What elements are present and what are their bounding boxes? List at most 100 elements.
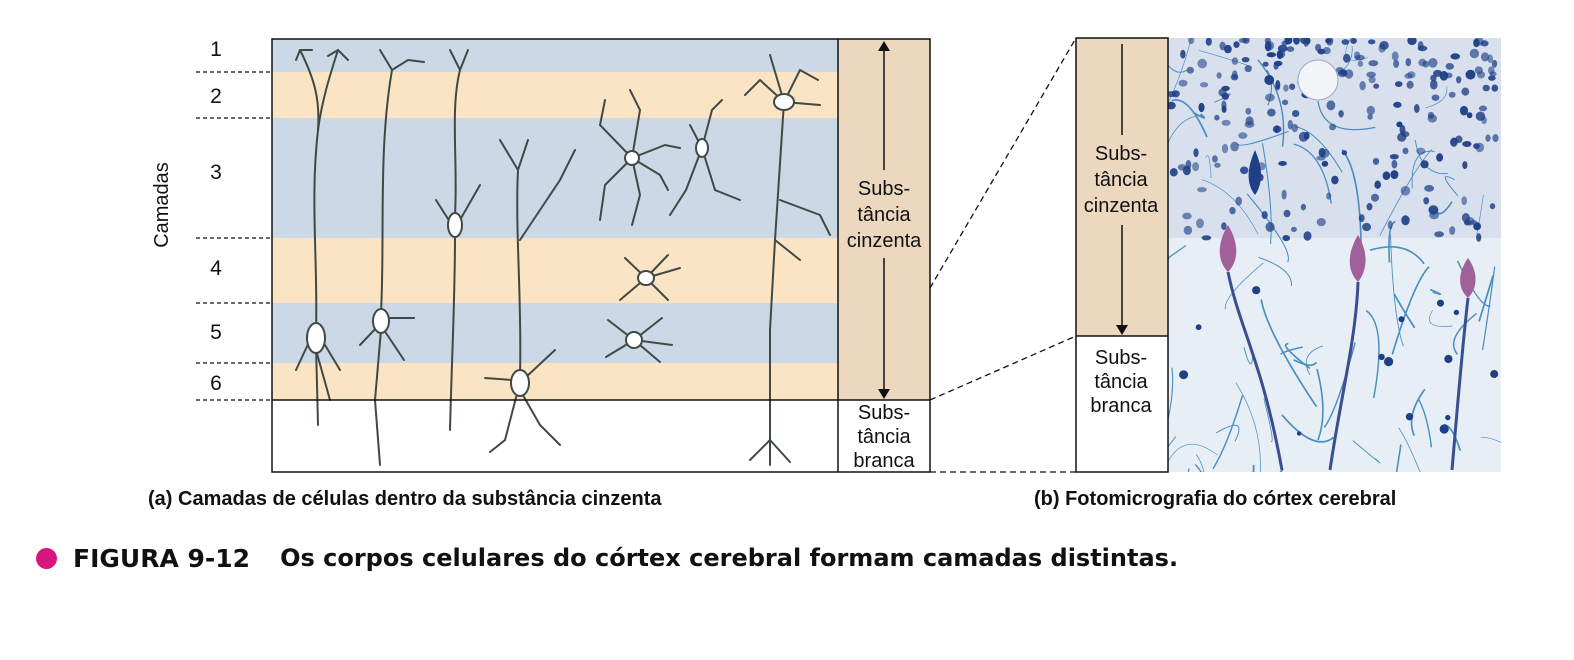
micro-nucleus xyxy=(1398,316,1405,323)
micro-nucleus xyxy=(1282,235,1290,242)
layer-number-3: 3 xyxy=(210,161,222,184)
micro-nucleus xyxy=(1394,81,1403,87)
micro-nucleus xyxy=(1185,160,1192,170)
micro-pyramidal-cells xyxy=(1219,59,1476,471)
micro-nucleus xyxy=(1277,44,1288,53)
micro-fiber xyxy=(1195,454,1205,472)
panel-a-frame xyxy=(271,38,931,473)
micro-nucleus xyxy=(1390,170,1399,180)
cell-body xyxy=(372,308,390,334)
pyramidal-neuron xyxy=(484,139,576,453)
micro-nucleus xyxy=(1389,154,1399,160)
layer-band-6 xyxy=(272,363,838,400)
pyramidal-neuron xyxy=(435,49,481,431)
micro-fiber xyxy=(1279,468,1284,472)
bullet-icon xyxy=(36,547,57,569)
micro-nucleus xyxy=(1456,76,1462,84)
micro-fiber xyxy=(1391,266,1430,355)
micro-nucleus xyxy=(1407,71,1416,79)
micro-nucleus xyxy=(1292,110,1300,117)
micro-nucleus xyxy=(1414,104,1420,113)
micro-fiber xyxy=(1456,260,1491,307)
micro-fiber xyxy=(1263,398,1273,442)
micro-nucleus xyxy=(1201,235,1212,241)
micro-fiber xyxy=(1168,244,1187,260)
micro-fiber xyxy=(1369,246,1425,265)
micro-nucleus xyxy=(1465,69,1476,80)
micro-nucleus xyxy=(1265,222,1275,232)
micro-fiber xyxy=(1168,367,1174,422)
micro-nucleus xyxy=(1329,123,1337,131)
micro-nucleus xyxy=(1200,82,1209,88)
micro-nucleus xyxy=(1405,413,1414,421)
micro-nucleus xyxy=(1378,353,1385,361)
micro-nucleus xyxy=(1300,203,1306,211)
micro-nucleus xyxy=(1431,94,1440,101)
layer-number-1: 1 xyxy=(210,38,222,61)
micro-white-matter-panel xyxy=(1076,336,1168,472)
micro-fiber xyxy=(1261,143,1272,245)
micro-nucleus xyxy=(1480,40,1489,47)
micro-fiber xyxy=(1171,99,1208,138)
white-matter-zone xyxy=(272,400,838,472)
micro-nucleus xyxy=(1450,53,1460,60)
cell-body xyxy=(625,331,643,349)
micro-nucleus xyxy=(1284,38,1293,45)
micro-nucleus xyxy=(1368,39,1376,45)
micro-nucleus xyxy=(1216,72,1222,79)
micro-nucleus xyxy=(1445,72,1453,79)
micro-nucleus xyxy=(1197,58,1207,69)
micro-fiber xyxy=(1281,414,1335,443)
micro-fiber xyxy=(1194,464,1202,472)
micro-nucleus xyxy=(1331,175,1339,185)
micro-nucleus xyxy=(1221,92,1229,100)
micro-nucleus xyxy=(1382,171,1391,180)
micro-nucleus xyxy=(1180,49,1186,59)
micro-nucleus xyxy=(1430,79,1438,90)
cell-body xyxy=(773,93,795,111)
micro-fiber xyxy=(1294,125,1343,173)
micro-nucleus xyxy=(1287,119,1294,130)
micro-nucleus xyxy=(1490,370,1499,378)
micro-nucleus xyxy=(1188,38,1195,45)
micro-nucleus xyxy=(1379,41,1389,50)
caption-a: (a) Camadas de células dentro da substân… xyxy=(148,488,662,510)
micro-nucleus xyxy=(1462,141,1472,147)
micro-nucleus xyxy=(1437,299,1444,307)
micro-nucleus xyxy=(1290,226,1297,233)
white-matter-panel xyxy=(838,400,930,472)
layer-band-5 xyxy=(272,303,838,363)
micro-fiber xyxy=(1205,155,1212,179)
micro-nucleus xyxy=(1430,74,1437,82)
micro-fiber xyxy=(1365,309,1380,399)
micro-fiber xyxy=(1480,437,1501,443)
micro-nucleus xyxy=(1427,114,1438,123)
micro-fiber xyxy=(1266,69,1273,106)
layer-band-2 xyxy=(272,72,838,118)
panel-b-frame xyxy=(1075,37,1169,473)
micro-nucleus xyxy=(1357,60,1364,67)
micro-fiber xyxy=(1187,468,1190,472)
micro-fiber xyxy=(1379,149,1433,236)
micro-nucleus xyxy=(1338,110,1344,118)
micro-nucleus xyxy=(1459,105,1469,116)
micro-nucleus xyxy=(1450,137,1458,147)
micro-nucleus xyxy=(1168,91,1177,98)
micro-nucleus xyxy=(1289,83,1296,90)
micro-fiber xyxy=(1215,424,1240,442)
micro-nucleus xyxy=(1416,147,1426,155)
micro-nucleus xyxy=(1449,226,1456,235)
micro-nucleus xyxy=(1480,52,1490,62)
micro-nucleus xyxy=(1445,63,1455,70)
micro-fiber xyxy=(1258,256,1293,286)
micro-nucleus xyxy=(1230,141,1239,152)
micro-fiber xyxy=(1168,64,1188,73)
micro-nucleus xyxy=(1224,44,1232,54)
micro-nucleus xyxy=(1205,38,1212,46)
micro-nucleus xyxy=(1469,220,1478,225)
micro-nucleus xyxy=(1464,220,1471,226)
micro-nucleus xyxy=(1405,58,1412,67)
micro-fiber xyxy=(1212,395,1244,470)
white-matter-label-line2: tância xyxy=(857,426,911,448)
panel-a: 1 2 3 4 5 6 Camadas Subs- tância cinzent… xyxy=(151,38,931,473)
